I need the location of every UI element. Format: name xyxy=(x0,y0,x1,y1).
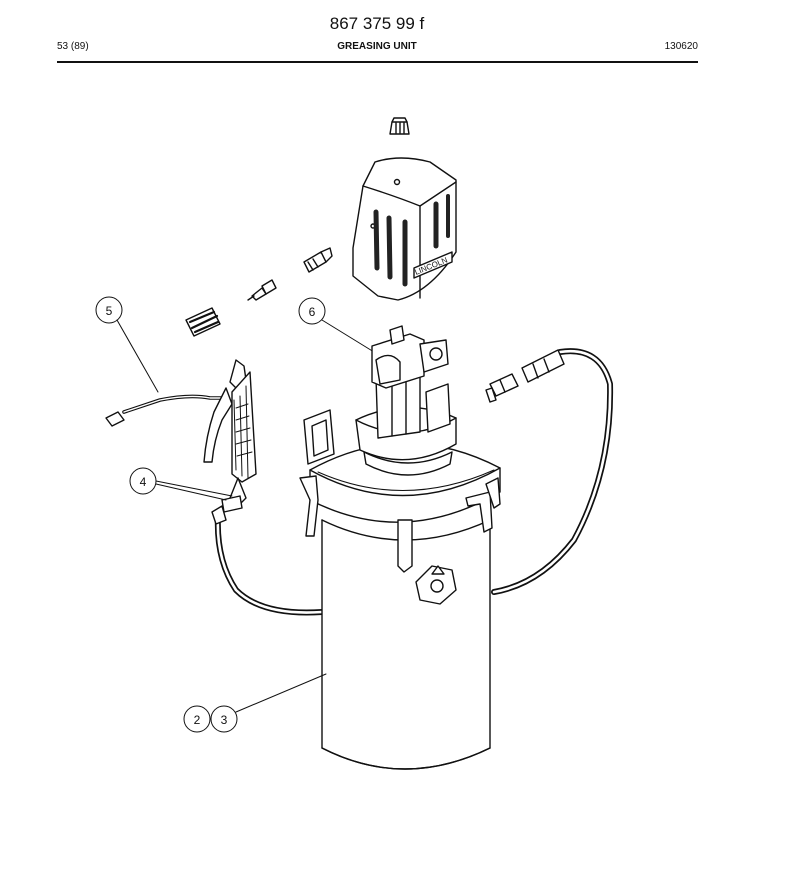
callout-4: 4 xyxy=(129,467,233,501)
callout-3-label: 3 xyxy=(221,713,228,727)
page-reference: 53 (89) xyxy=(57,41,89,52)
date-code: 130620 xyxy=(664,41,698,52)
callout-5-label: 5 xyxy=(106,304,113,318)
fitting-nipple xyxy=(247,279,277,301)
grease-gun xyxy=(105,359,257,513)
document-number: 867 375 99 f xyxy=(329,14,425,33)
grease-bucket xyxy=(299,409,501,770)
header-divider xyxy=(57,61,698,63)
callout-2-label: 2 xyxy=(194,713,201,727)
right-hose xyxy=(491,348,614,595)
callout-6: 6 xyxy=(298,297,375,353)
callout-2-3: 2 3 xyxy=(183,673,327,733)
hose-connector xyxy=(485,373,519,403)
callout-4-label: 4 xyxy=(140,475,147,489)
top-nut xyxy=(389,117,410,135)
fitting-small-upper xyxy=(303,247,333,273)
left-hose xyxy=(211,505,325,616)
pump-unit xyxy=(355,325,457,476)
callout-5: 5 xyxy=(95,296,159,393)
callout-6-label: 6 xyxy=(309,305,316,319)
filter-insert xyxy=(185,307,221,337)
section-title: GREASING UNIT xyxy=(337,41,417,52)
pump-cover: LINCOLN xyxy=(352,157,457,301)
